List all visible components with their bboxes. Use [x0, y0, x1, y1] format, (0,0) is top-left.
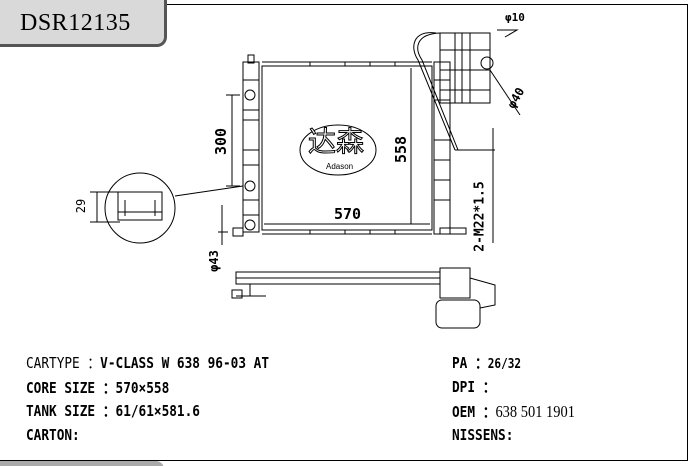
spec-core-size: CORE SIZE ：570×558 [26, 380, 169, 397]
left-port-upper [244, 89, 256, 101]
title-tab [0, 0, 167, 47]
frame-line [0, 460, 688, 461]
dim-thread: 2-M22*1.5 [472, 181, 488, 252]
frame-line [0, 4, 688, 5]
spec-label: CORE SIZE ： [26, 379, 116, 397]
logo-chinese: 达森 [307, 125, 365, 158]
left-port-lower [244, 180, 256, 192]
right-tank [433, 61, 451, 235]
dim-pipe-small: φ10 [505, 11, 525, 24]
spec-tank-size: TANK SIZE ：61/61×581.6 [26, 403, 200, 420]
spec-pa: PA ：26/32 [452, 355, 521, 372]
radiator-core [261, 65, 433, 231]
left-tank [242, 61, 260, 233]
spec-label: CARTON: [26, 426, 80, 444]
expansion-tank [439, 32, 491, 104]
bottom-tab [0, 461, 164, 466]
spec-value: 570×558 [115, 379, 170, 397]
dim-detail: 29 [74, 198, 89, 214]
frame-line [687, 4, 688, 461]
detail-circle [104, 172, 176, 244]
part-number-title: DSR12135 [20, 10, 131, 36]
spec-nissens: NISSENS: [452, 427, 513, 444]
logo-latin: Adason [326, 162, 354, 171]
spec-carton: CARTON: [26, 427, 80, 444]
dim-pipe-bottom: φ43 [206, 250, 221, 272]
logo-ellipse [299, 124, 377, 176]
spec-value: 26/32 [487, 357, 522, 372]
spec-value: 638 501 1901 [495, 402, 575, 421]
spec-label: CARTYPE ： [26, 354, 101, 372]
spec-value: 61/61×581.6 [115, 402, 200, 420]
spec-label: PA ： [452, 354, 488, 372]
overflow-hose [413, 32, 456, 151]
spec-value: V-CLASS W 638 96-03 AT [100, 354, 270, 372]
spec-label: DPI ： [452, 378, 496, 396]
spec-label: TANK SIZE ： [26, 402, 116, 420]
dim-height: 558 [392, 135, 411, 164]
spec-oem: OEM ：638 501 1901 [452, 402, 575, 422]
spec-dpi: DPI ： [452, 379, 495, 396]
spec-label: OEM ： [452, 403, 496, 421]
dim-width: 570 [334, 205, 362, 223]
spec-cartype: CARTYPE ：V-CLASS W 638 96-03 AT [26, 355, 269, 372]
spec-label: NISSENS: [452, 426, 514, 444]
dim-spacing: 300 [212, 127, 231, 156]
